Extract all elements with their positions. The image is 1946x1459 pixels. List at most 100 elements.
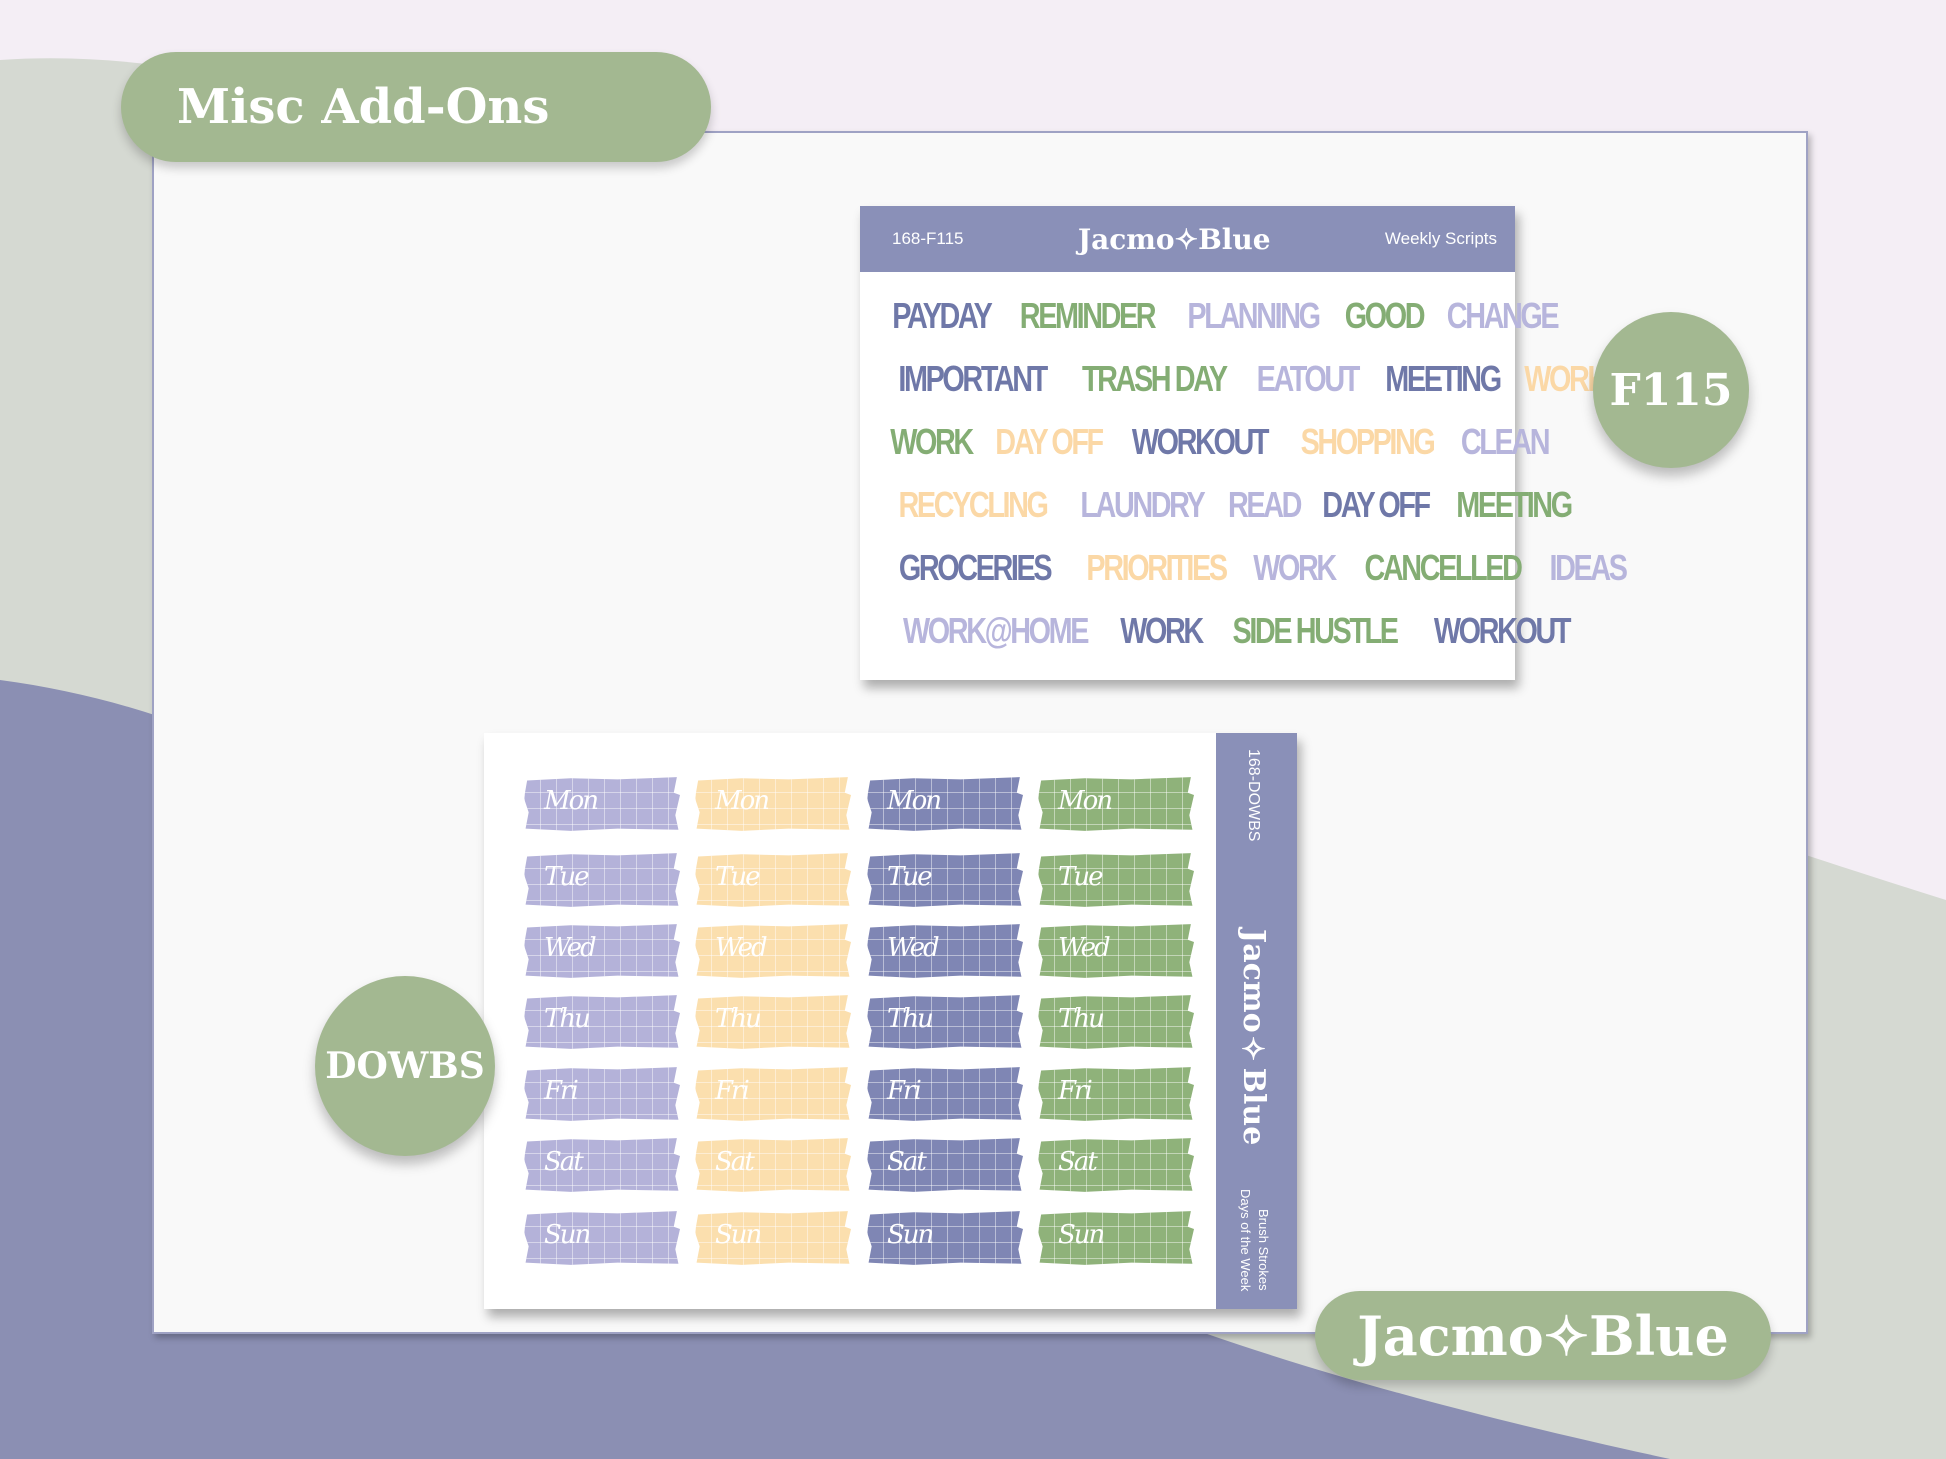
day-label: Tue	[715, 862, 761, 892]
word-sticker: TRASH DAY	[1082, 357, 1228, 399]
day-sticker: Fri	[1038, 1067, 1194, 1121]
day-label: Sun	[715, 1220, 762, 1250]
word-sticker: GROCERIES	[898, 546, 1053, 588]
day-label: Sat	[1058, 1147, 1098, 1177]
word-sticker: EATOUT	[1256, 357, 1361, 399]
word-sticker: REMINDER	[1019, 294, 1157, 336]
sheet-subtitle-2: Days of the Week	[1238, 1189, 1253, 1292]
day-sticker: Sat	[524, 1138, 680, 1192]
sheet-header: 168-F115 Jacmo✧Blue Weekly Scripts	[860, 206, 1515, 272]
word-sticker: WORKOUT	[1434, 609, 1572, 651]
day-sticker: Mon	[524, 777, 680, 831]
sheet-code: 168-F115	[892, 229, 964, 248]
day-sticker: Fri	[524, 1067, 680, 1121]
word-sticker: CHANGE	[1446, 294, 1560, 336]
day-sticker: Wed	[524, 924, 680, 978]
day-label: Wed	[544, 933, 597, 963]
sheet-code: 168-DOWBS	[1245, 749, 1262, 842]
day-label: Thu	[1058, 1004, 1105, 1034]
day-sticker: Tue	[524, 853, 680, 907]
day-sticker: Sun	[695, 1211, 851, 1265]
sticker-sheet-f115: 168-F115 Jacmo✧Blue Weekly Scripts PAYDA…	[860, 206, 1628, 680]
day-sticker: Mon	[695, 777, 851, 831]
day-label: Wed	[715, 933, 768, 963]
day-label: Fri	[715, 1076, 750, 1106]
day-label: Mon	[1058, 786, 1113, 816]
page-title: Misc Add-Ons	[121, 52, 711, 162]
day-label: Tue	[544, 862, 590, 892]
day-sticker: Mon	[867, 777, 1023, 831]
word-sticker: IDEAS	[1549, 546, 1628, 588]
word-sticker: MEETING	[1384, 357, 1502, 399]
day-sticker: Thu	[695, 995, 851, 1049]
badge-dowbs: DOWBS	[315, 976, 495, 1156]
day-sticker: Mon	[1038, 777, 1194, 831]
day-label: Wed	[1058, 933, 1111, 963]
sheet-subtitle: Weekly Scripts	[1384, 229, 1497, 248]
day-sticker: Sun	[1038, 1211, 1194, 1265]
word-sticker: RECYCLING	[898, 483, 1049, 525]
day-sticker: Tue	[695, 853, 851, 907]
word-sticker: LAUNDRY	[1080, 483, 1205, 525]
day-label: Fri	[1058, 1076, 1093, 1106]
day-label: Mon	[544, 786, 599, 816]
brand-logo-pill: Jacmo✧Blue	[1315, 1291, 1771, 1380]
day-label: Mon	[715, 786, 770, 816]
day-label: Tue	[887, 862, 933, 892]
word-sticker: MEETING	[1456, 483, 1573, 525]
day-sticker: Tue	[867, 853, 1023, 907]
word-sticker: DAY OFF	[1321, 483, 1431, 525]
day-sticker: Sun	[524, 1211, 680, 1265]
word-sticker: PAYDAY	[892, 294, 993, 336]
word-sticker: WORK	[1120, 609, 1204, 651]
day-sticker: Sat	[695, 1138, 851, 1192]
day-label: Sat	[887, 1147, 927, 1177]
word-sticker: WORK	[1253, 546, 1337, 588]
day-label: Fri	[887, 1076, 922, 1106]
word-sticker: PLANNING	[1187, 294, 1321, 336]
day-sticker: Sun	[867, 1211, 1023, 1265]
day-label: Wed	[887, 933, 940, 963]
word-sticker: IMPORTANT	[898, 357, 1048, 399]
day-label: Sat	[544, 1147, 584, 1177]
day-sticker: Sat	[1038, 1138, 1194, 1192]
day-sticker: Thu	[867, 995, 1023, 1049]
badge-f115: F115	[1593, 312, 1749, 468]
day-label: Tue	[1058, 862, 1104, 892]
day-sticker: Sat	[867, 1138, 1023, 1192]
word-row: PAYDAY REMINDER PLANNING GOOD CHANGE	[880, 284, 1559, 347]
word-sticker: SIDE HUSTLE	[1232, 609, 1399, 651]
word-stickers: PAYDAY REMINDER PLANNING GOOD CHANGE IMPORTAN…	[860, 272, 1628, 662]
day-label: Sun	[887, 1220, 934, 1250]
word-sticker: SHOPPING	[1300, 420, 1436, 462]
day-label: Fri	[544, 1076, 579, 1106]
word-sticker: DAY OFF	[995, 420, 1104, 462]
word-sticker: CLEAN	[1460, 420, 1551, 462]
sheet-side-strip: 168-DOWBS Jacmo✧Blue Brush Strokes Days …	[1216, 733, 1297, 1309]
day-sticker: Wed	[867, 924, 1023, 978]
day-label: Sun	[544, 1220, 591, 1250]
day-label: Thu	[715, 1004, 762, 1034]
word-sticker: READ	[1227, 483, 1302, 525]
day-label: Sat	[715, 1147, 755, 1177]
day-label: Thu	[544, 1004, 591, 1034]
brand-logo: Jacmo✧Blue	[1236, 929, 1271, 1146]
word-sticker: WORK	[890, 420, 974, 462]
sheet-subtitle: Brush Strokes	[1256, 1209, 1271, 1291]
day-sticker: Fri	[867, 1067, 1023, 1121]
day-sticker: Thu	[1038, 995, 1194, 1049]
word-sticker: GOOD	[1344, 294, 1426, 336]
day-sticker: Tue	[1038, 853, 1194, 907]
day-label: Sun	[1058, 1220, 1105, 1250]
day-label: Thu	[887, 1004, 934, 1034]
day-sticker: Wed	[1038, 924, 1194, 978]
day-label: Mon	[887, 786, 942, 816]
day-sticker: Fri	[695, 1067, 851, 1121]
word-sticker: PRIORITIES	[1086, 546, 1228, 588]
word-row: RECYCLING LAUNDRY READ DAY OFF MEETING	[880, 473, 1573, 536]
